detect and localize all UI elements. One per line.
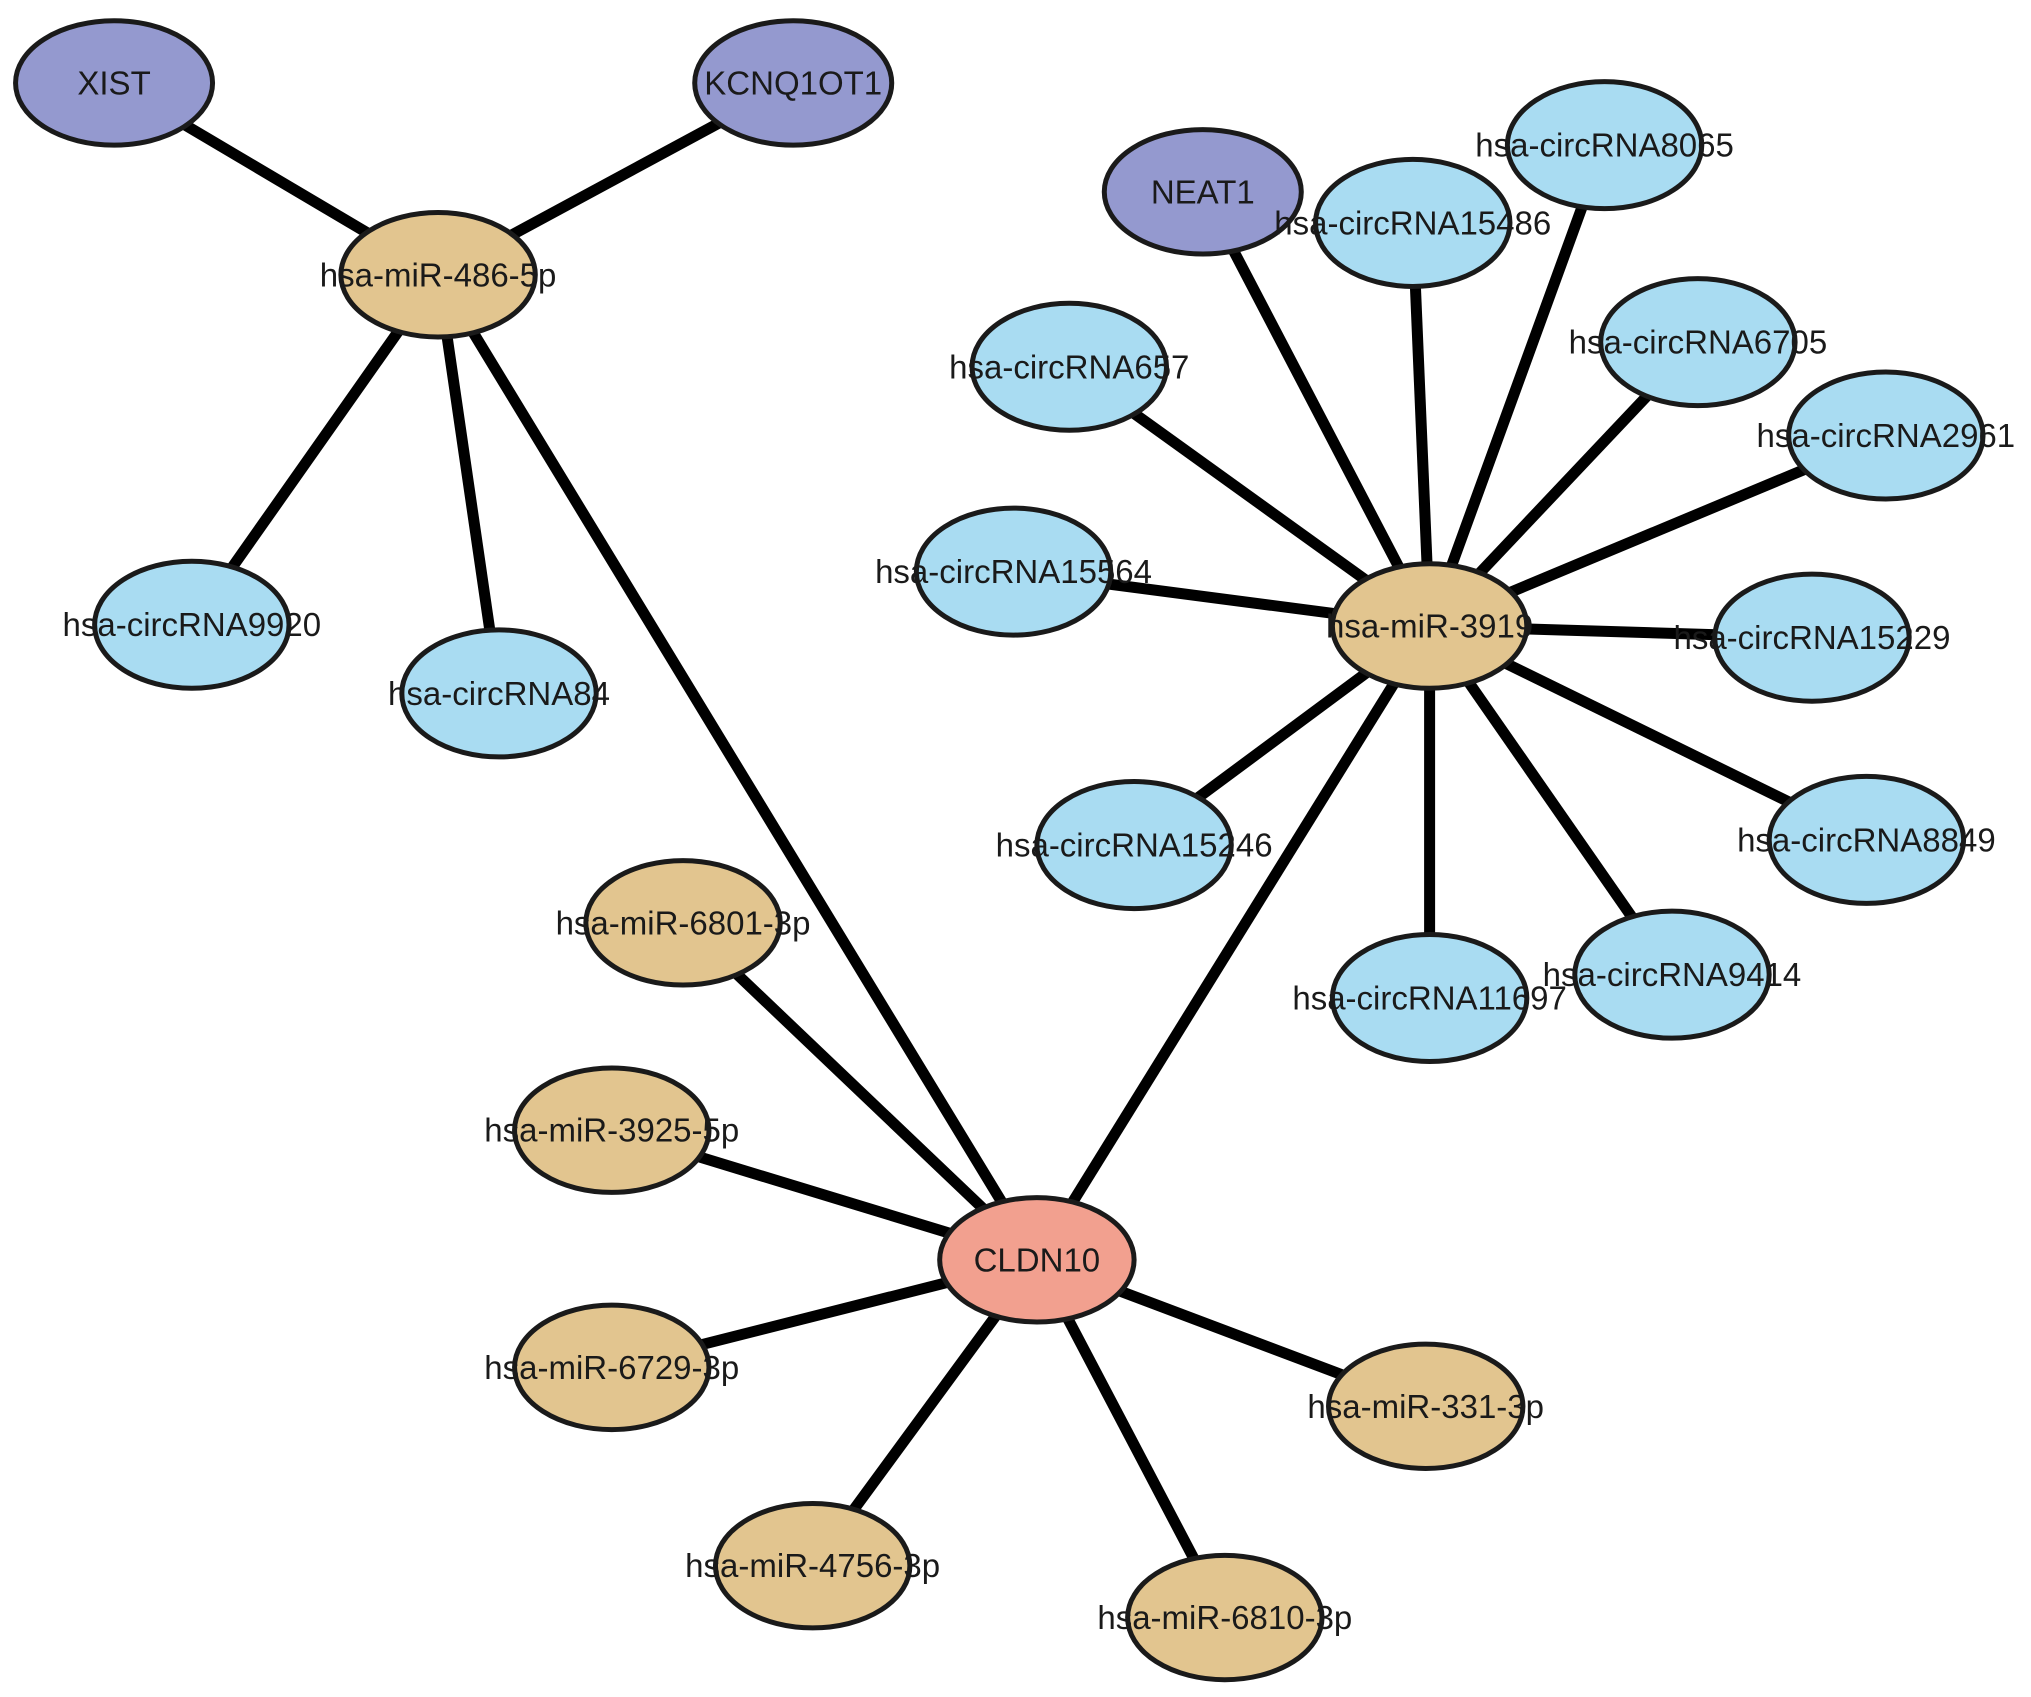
node-circ15564-label: hsa-circRNA15564 [875, 553, 1152, 590]
node-circ8849[interactable]: hsa-circRNA8849 [1737, 773, 1996, 906]
edge-circ15486-mir3919 [1407, 222, 1436, 627]
node-xist-label: XIST [77, 64, 150, 101]
node-mir4756-shape [712, 1500, 913, 1631]
node-circ15246[interactable]: hsa-circRNA15246 [996, 779, 1273, 912]
node-circ84[interactable]: hsa-circRNA84 [388, 627, 610, 760]
node-circ8849-shape [1766, 773, 1967, 906]
edge-mir6801-cldn10 [679, 918, 1041, 1264]
edge-mir486-cldn10 [433, 271, 1042, 1263]
node-circ84-label: hsa-circRNA84 [388, 675, 610, 712]
edge-circ8065-mir3919 [1424, 143, 1610, 628]
node-circ11697-shape [1329, 931, 1530, 1065]
node-circ15486[interactable]: hsa-circRNA15486 [1274, 156, 1551, 289]
node-circ9920[interactable]: hsa-circRNA9920 [63, 558, 322, 691]
node-circ8849-label: hsa-circRNA8849 [1737, 821, 1996, 858]
node-circ6705[interactable]: hsa-circRNA6705 [1569, 276, 1828, 409]
node-mir3919-label: hsa-miR-3919 [1326, 608, 1533, 645]
node-xist[interactable]: XIST [13, 18, 216, 148]
node-circ657-label: hsa-circRNA657 [949, 348, 1189, 385]
node-mir4756[interactable]: hsa-miR-4756-3p [685, 1500, 940, 1631]
node-circ15486-shape [1313, 156, 1513, 289]
node-mir3925-label: hsa-miR-3925-5p [484, 1112, 739, 1149]
node-circ15229[interactable]: hsa-circRNA15229 [1673, 571, 1950, 704]
node-circ9414-label: hsa-circRNA9414 [1543, 956, 1802, 993]
node-mir6810-label: hsa-miR-6810-3p [1097, 1599, 1352, 1636]
node-mir6729-shape [512, 1302, 712, 1433]
node-neat1-label: NEAT1 [1151, 173, 1255, 210]
node-mir6729-label: hsa-miR-6729-3p [484, 1349, 739, 1386]
node-circ15564[interactable]: hsa-circRNA15564 [875, 505, 1152, 638]
node-circ15246-label: hsa-circRNA15246 [996, 827, 1273, 864]
node-circ8065[interactable]: hsa-circRNA8065 [1475, 79, 1734, 212]
node-mir6810[interactable]: hsa-miR-6810-3p [1097, 1552, 1352, 1683]
node-neat1[interactable]: NEAT1 [1101, 127, 1304, 257]
node-mir6801-shape [583, 858, 783, 988]
node-circ15229-shape [1712, 571, 1912, 704]
node-circ9414-shape [1572, 908, 1772, 1041]
node-mir6801-label: hsa-miR-6801-3p [556, 904, 811, 941]
node-circ657-shape [969, 300, 1169, 433]
node-circ15486-label: hsa-circRNA15486 [1274, 204, 1551, 241]
node-mir331-label: hsa-miR-331-3p [1307, 1388, 1544, 1425]
node-circ6705-label: hsa-circRNA6705 [1569, 324, 1828, 361]
node-mir4756-label: hsa-miR-4756-3p [685, 1547, 940, 1584]
node-circ8065-shape [1504, 79, 1705, 212]
edge-mir486-circ84 [432, 273, 505, 695]
node-circ15246-shape [1034, 779, 1234, 912]
node-mir331-shape [1326, 1341, 1526, 1471]
node-mir6729[interactable]: hsa-miR-6729-3p [484, 1302, 739, 1433]
node-circ2961-label: hsa-circRNA2961 [1757, 417, 2016, 454]
node-mir3919-shape [1329, 561, 1530, 691]
node-circ9414[interactable]: hsa-circRNA9414 [1543, 908, 1802, 1041]
node-mir331[interactable]: hsa-miR-331-3p [1307, 1341, 1544, 1471]
node-circ657[interactable]: hsa-circRNA657 [949, 300, 1189, 433]
node-circ15229-label: hsa-circRNA15229 [1673, 619, 1950, 656]
node-kcnq1ot1[interactable]: KCNQ1OT1 [692, 18, 895, 148]
node-neat1-shape [1101, 127, 1304, 257]
node-cldn10-label: CLDN10 [974, 1241, 1101, 1278]
node-circ9920-shape [92, 558, 292, 691]
node-kcnq1ot1-label: KCNQ1OT1 [704, 64, 882, 101]
node-mir486-label: hsa-miR-486-5p [320, 256, 557, 293]
node-circ11697-label: hsa-circRNA11697 [1292, 980, 1567, 1017]
node-circ6705-shape [1598, 276, 1798, 409]
edge-neat1-mir3919 [1197, 189, 1435, 629]
node-mir6810-shape [1125, 1552, 1325, 1683]
node-mir486[interactable]: hsa-miR-486-5p [320, 210, 557, 340]
node-circ8065-label: hsa-circRNA8065 [1475, 127, 1734, 164]
node-cldn10[interactable]: CLDN10 [937, 1195, 1137, 1325]
node-kcnq1ot1-shape [692, 18, 895, 148]
node-xist-shape [13, 18, 216, 148]
edge-mir3919-cldn10 [1032, 623, 1435, 1263]
node-circ11697[interactable]: hsa-circRNA11697 [1292, 931, 1567, 1065]
node-circ2961[interactable]: hsa-circRNA2961 [1757, 369, 2016, 502]
node-mir3919[interactable]: hsa-miR-3919 [1326, 561, 1533, 691]
node-cldn10-shape [937, 1195, 1137, 1325]
node-circ15564-shape [913, 505, 1114, 638]
node-mir3925[interactable]: hsa-miR-3925-5p [484, 1065, 739, 1195]
node-mir486-shape [338, 210, 538, 340]
node-circ84-shape [399, 627, 599, 760]
node-circ2961-shape [1786, 369, 1986, 502]
node-circ9920-label: hsa-circRNA9920 [63, 606, 322, 643]
node-mir6801[interactable]: hsa-miR-6801-3p [556, 858, 811, 988]
node-mir3925-shape [512, 1065, 712, 1195]
